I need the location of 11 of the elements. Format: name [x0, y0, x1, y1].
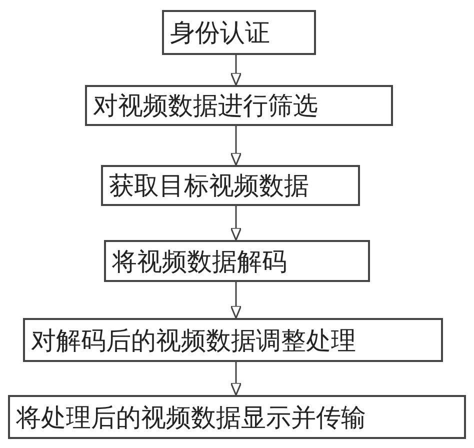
process-box: 身份认证	[162, 10, 316, 55]
arrow	[230, 206, 242, 241]
process-box: 将处理后的视频数据显示并传输	[8, 395, 466, 439]
process-box: 对视频数据进行筛选	[85, 85, 393, 126]
arrow	[230, 55, 242, 86]
process-box: 对解码后的视频数据调整处理	[23, 318, 443, 362]
arrow	[230, 362, 242, 396]
process-box: 将视频数据解码	[104, 240, 370, 282]
arrow	[230, 282, 242, 319]
process-box: 获取目标视频数据	[101, 165, 360, 206]
arrow	[230, 126, 242, 166]
